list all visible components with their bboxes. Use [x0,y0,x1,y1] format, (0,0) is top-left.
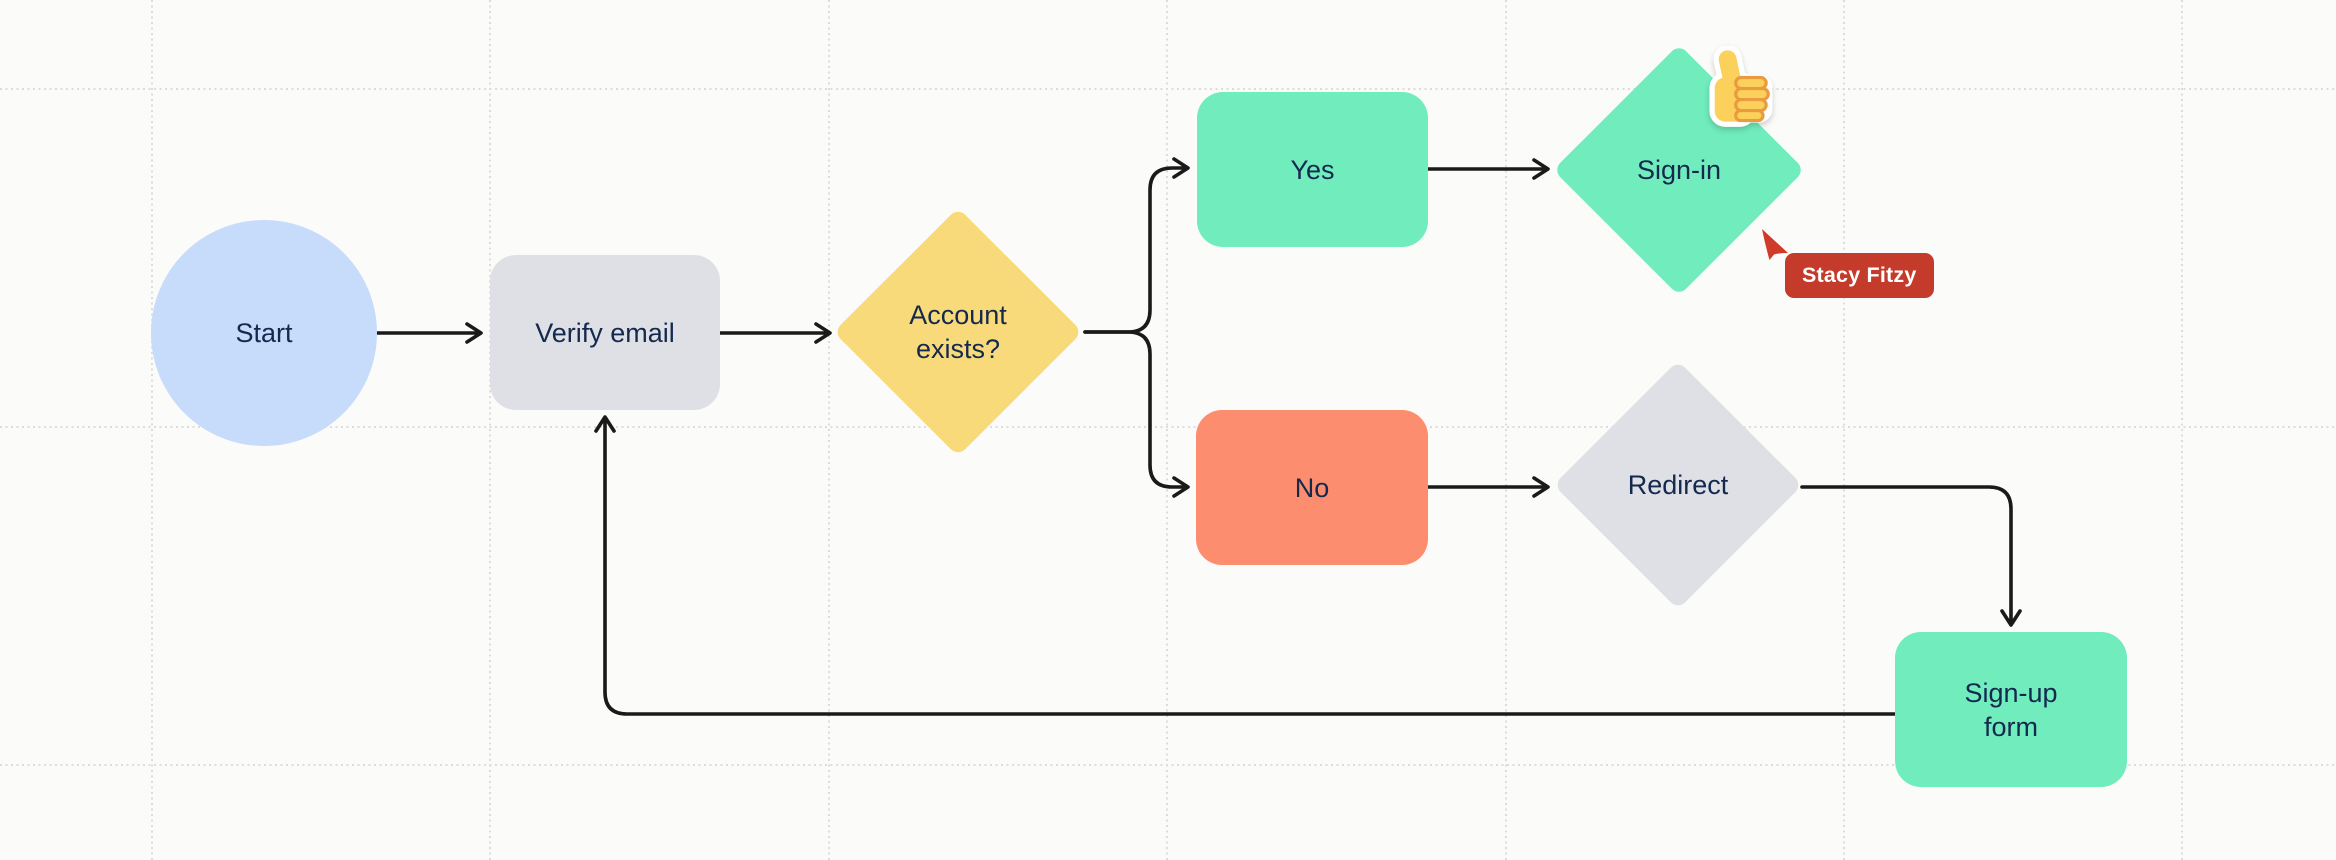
node-label: Start [235,318,293,348]
node-account-exists[interactable]: Account exists? [833,207,1083,457]
thumbs-up-sticker[interactable] [1704,46,1780,130]
node-sign-in[interactable]: Sign-in [1553,44,1805,296]
grid-line-vertical [828,0,830,860]
cursor-name-badge: Stacy Fitzy [1785,253,1934,298]
grid-line-vertical [151,0,153,860]
connector-start-to-verify-email[interactable] [375,322,483,344]
connector-verify-email-to-account-exists[interactable] [718,322,832,344]
node-redirect[interactable]: Redirect [1553,360,1803,610]
connector-redirect-to-sign-up-form[interactable] [1800,485,2022,627]
grid-line-vertical [1166,0,1168,860]
grid-line-horizontal [0,764,2336,766]
connector-no-to-redirect[interactable] [1426,476,1550,498]
thumbs-up-icon [1709,46,1773,127]
grid-line-vertical [2181,0,2183,860]
connector-account-exists-to-yes[interactable] [1083,157,1190,334]
connector-account-exists-to-no[interactable] [1083,330,1190,498]
cursor-pointer-icon [1762,229,1788,260]
node-label: No [1294,472,1330,503]
node-label: Account exists? [909,300,1007,364]
connector-sign-up-form-to-verify-email[interactable] [594,415,1897,716]
grid-line-vertical [1505,0,1507,860]
node-sign-up-form[interactable]: Sign-up form [1895,632,2127,787]
node-no[interactable]: No [1196,410,1428,565]
node-label: Yes [1290,154,1335,185]
grid-line-horizontal [0,88,2336,90]
grid-line-vertical [1843,0,1845,860]
node-label: Verify email [535,317,675,348]
node-verify-email[interactable]: Verify email [490,255,720,410]
node-label: Sign-up form [1964,677,2058,742]
grid-line-horizontal [0,426,2336,428]
connector-yes-to-sign-in[interactable] [1426,158,1550,180]
node-yes[interactable]: Yes [1197,92,1428,247]
node-label: Redirect [1627,470,1729,500]
node-start[interactable]: Start [151,220,377,446]
node-label: Sign-in [1636,155,1722,185]
grid-line-vertical [489,0,491,860]
